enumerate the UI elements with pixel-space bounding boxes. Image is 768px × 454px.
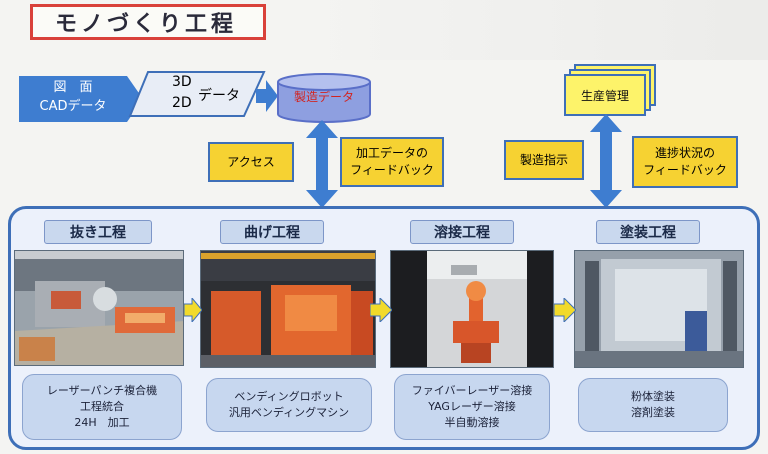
production-management-docs: 生産管理 <box>564 64 656 116</box>
production-management-label: 生産管理 <box>564 74 646 116</box>
desc-punching-line2: 工程統合 <box>80 400 124 413</box>
bending-robot-illustration <box>201 251 375 367</box>
access-label: アクセス <box>208 142 294 182</box>
double-arrow-right <box>590 114 622 208</box>
desc-painting-line1: 粉体塗装 <box>631 390 675 403</box>
arrow-right-to-data <box>256 80 278 112</box>
data-format-3d: 3D <box>172 74 192 90</box>
desc-welding-line1: ファイバーレーザー溶接 <box>411 384 533 397</box>
data-format-2d: 2D <box>172 95 192 111</box>
cad-line1: 図 面 <box>53 80 93 95</box>
desc-bending-line2: 汎用ベンディングマシン <box>228 406 350 419</box>
cad-box: 図 面 CADデータ <box>19 78 127 122</box>
manufacturing-instruction-label: 製造指示 <box>504 140 584 180</box>
desc-punching-line1: レーザーパンチ複合機 <box>46 384 158 397</box>
painting-booth-illustration <box>575 251 743 367</box>
cad-box-shape <box>19 76 143 122</box>
punching-machine-illustration <box>15 251 183 365</box>
flow-arrow-2 <box>370 298 392 322</box>
flow-arrow-3 <box>554 298 576 322</box>
double-arrow-left <box>306 120 338 208</box>
feedback-progress-line2: フィードバック <box>643 163 727 177</box>
photo-welding <box>390 250 554 368</box>
stage-label-painting: 塗装工程 <box>596 220 700 244</box>
background-haze <box>300 0 768 60</box>
desc-welding-line3: 半自動溶接 <box>444 416 500 429</box>
desc-welding-line2: YAGレーザー溶接 <box>428 400 516 413</box>
feedback-progress-line1: 進捗状況の <box>654 146 715 160</box>
page-title: モノづくり工程 <box>30 4 266 40</box>
desc-welding: ファイバーレーザー溶接 YAGレーザー溶接 半自動溶接 <box>394 374 550 440</box>
cad-line2: CADデータ <box>39 99 107 114</box>
desc-punching: レーザーパンチ複合機 工程統合 24H 加工 <box>22 374 182 440</box>
manufacturing-data-label: 製造データ <box>293 90 354 104</box>
data-format-shape <box>128 71 266 117</box>
stage-label-bending: 曲げ工程 <box>220 220 324 244</box>
desc-painting-line2: 溶剤塗装 <box>631 406 675 419</box>
photo-painting <box>574 250 744 368</box>
desc-bending: ベンディングロボット 汎用ベンディングマシン <box>206 378 372 432</box>
database-icon <box>277 73 371 123</box>
feedback-progress-label: 進捗状況の フィードバック <box>632 136 738 188</box>
flow-arrow-1 <box>184 298 202 322</box>
stage-label-welding: 溶接工程 <box>410 220 514 244</box>
feedback-processing-label: 加工データの フィードバック <box>340 137 444 187</box>
photo-bending <box>200 250 376 368</box>
desc-painting: 粉体塗装 溶剤塗装 <box>578 378 728 432</box>
welding-robot-illustration <box>427 251 527 367</box>
stage-label-punching: 抜き工程 <box>44 220 152 244</box>
data-format-suffix: データ <box>198 88 240 104</box>
feedback-processing-line1: 加工データの <box>355 146 428 160</box>
desc-bending-line1: ベンディングロボット <box>234 390 344 403</box>
feedback-processing-line2: フィードバック <box>350 163 434 177</box>
desc-punching-line3: 24H 加工 <box>74 416 130 429</box>
photo-punching <box>14 250 184 366</box>
